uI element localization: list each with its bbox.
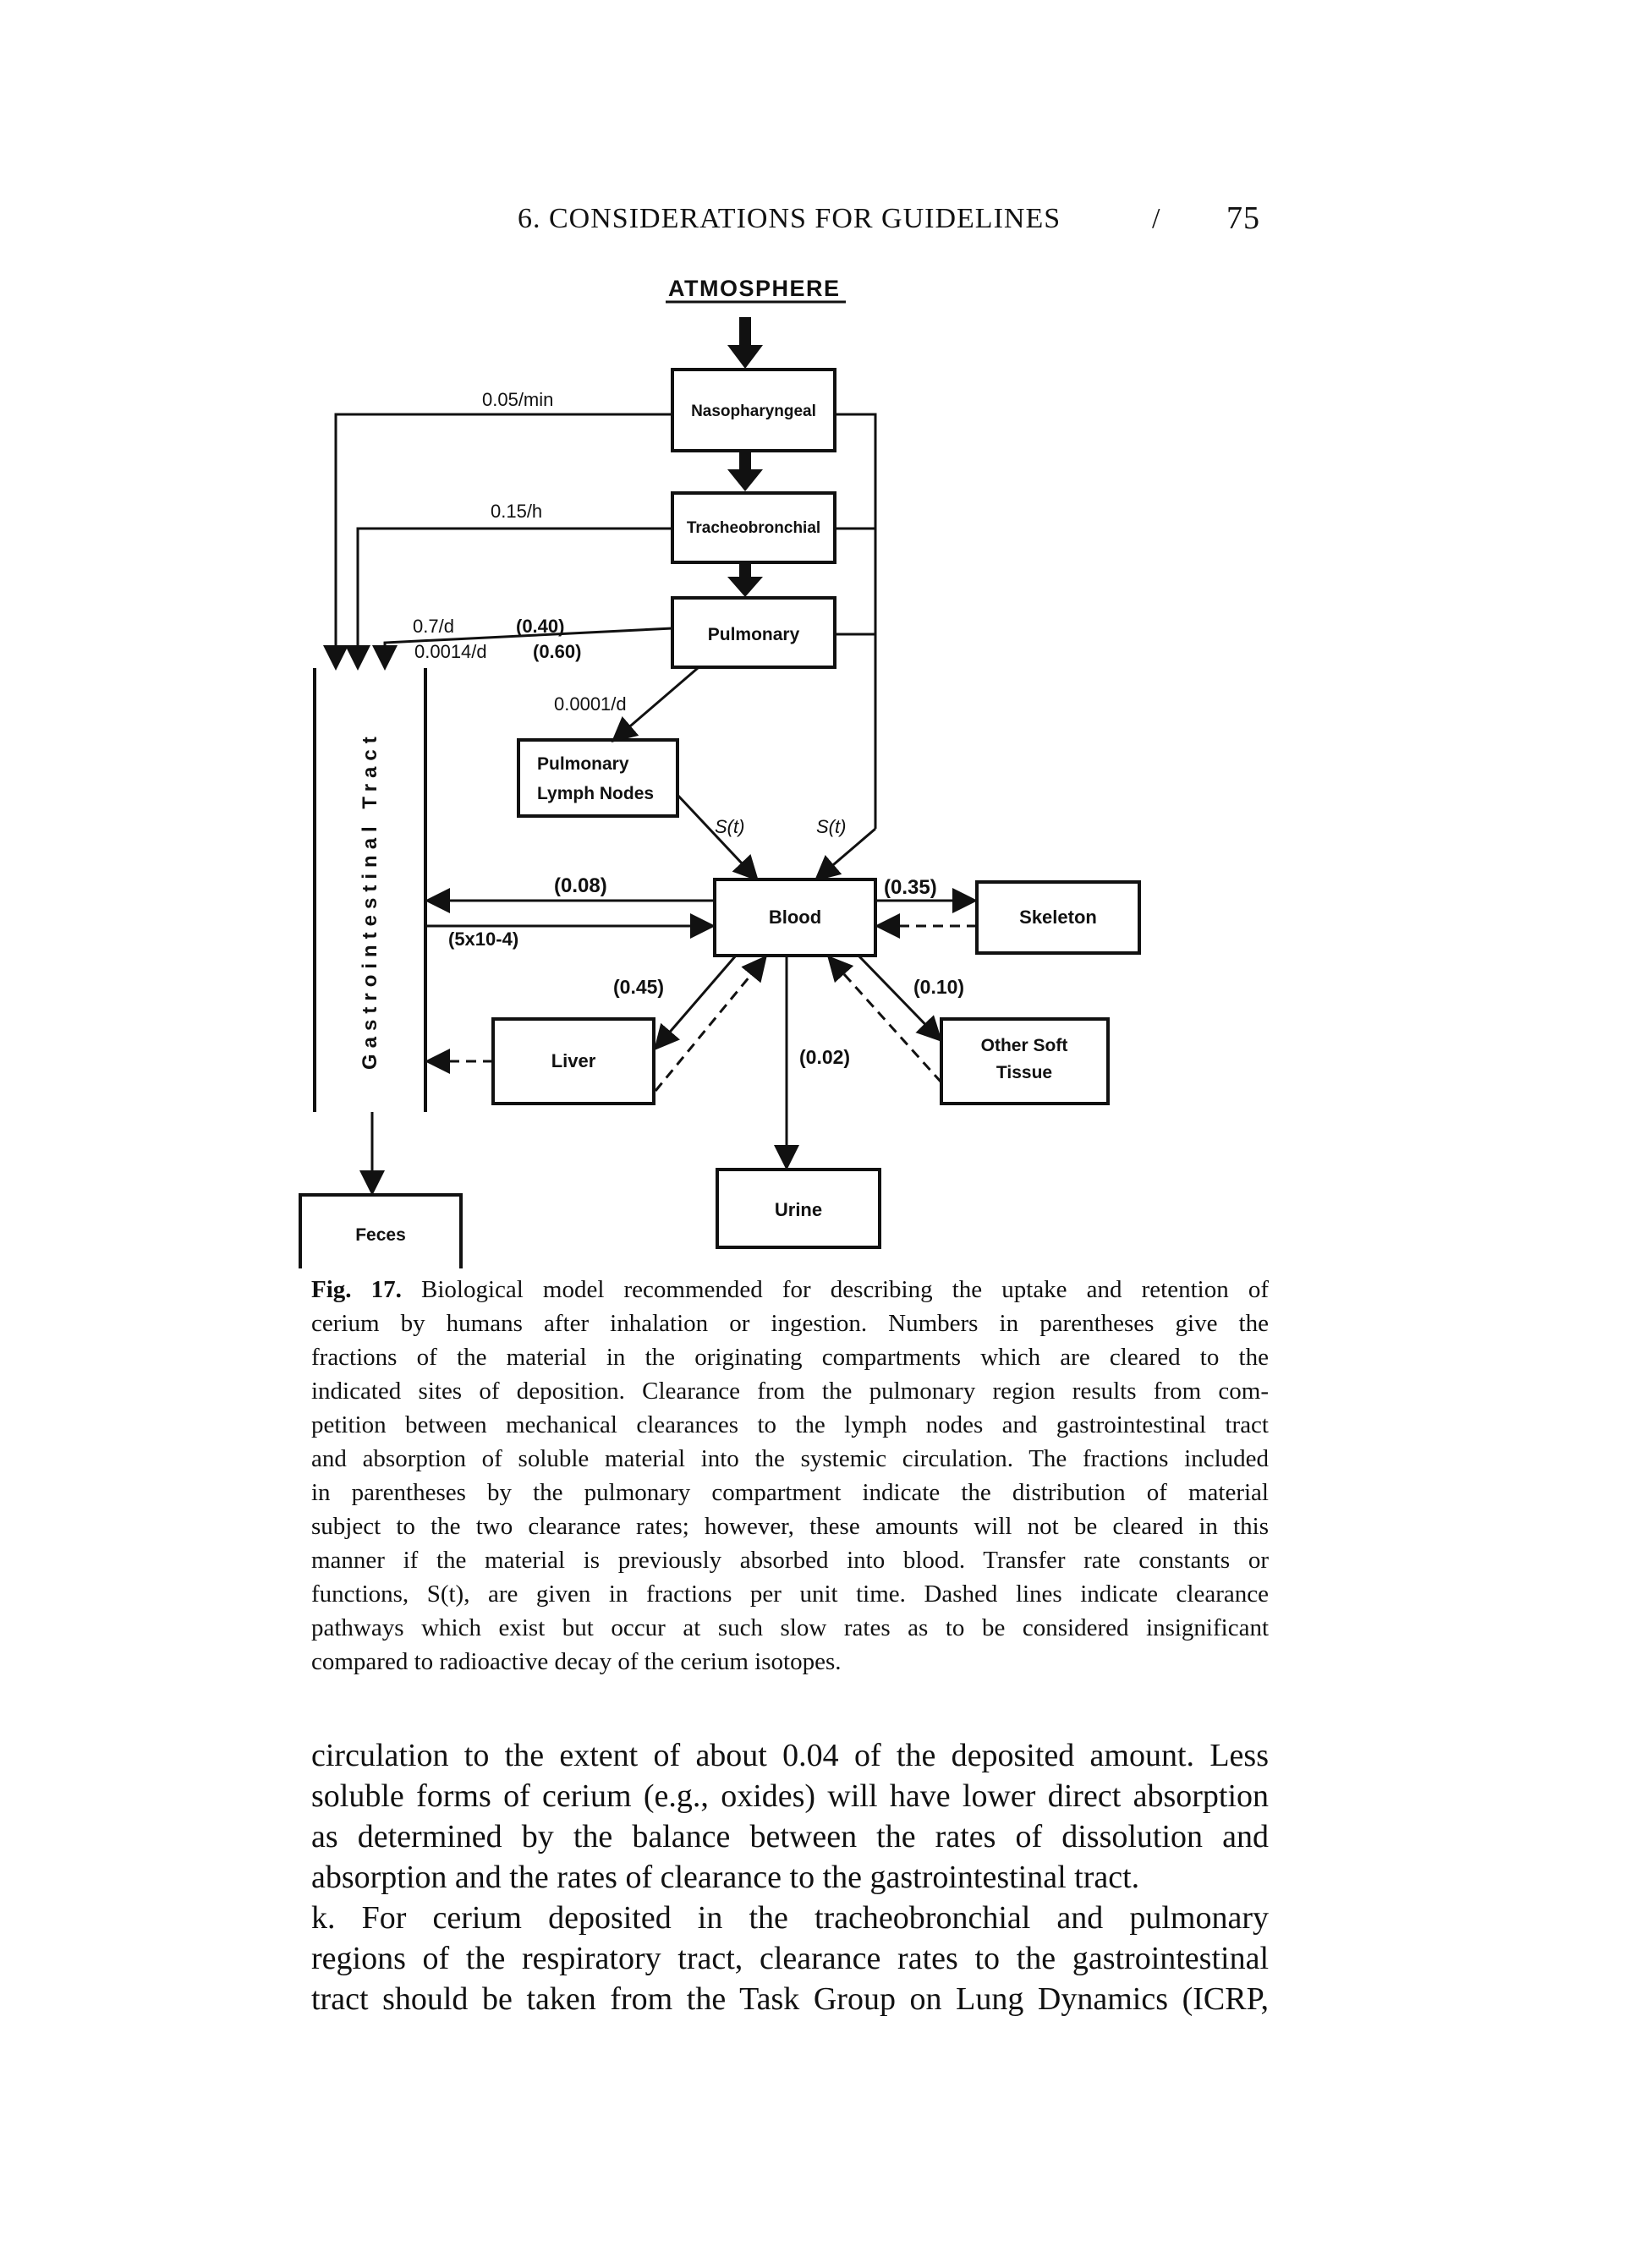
caption-line-12: compared to radioactive decay of the cer… [311,1648,842,1675]
other-soft-tissue-box [940,1017,1110,1105]
tracheo-to-gi-line [345,527,672,671]
caption-line-10: functions, S(t), are given in fractions … [311,1580,1269,1608]
liver-to-blood-dashed [654,955,767,1092]
skeleton-fraction: (0.35) [884,876,937,899]
tracheo-rate: 0.15/h [491,501,542,522]
running-head-slash: / [1152,203,1161,234]
blood-to-liver-arrow [654,955,738,1051]
nasopharyngeal-box [671,368,836,452]
body-line-5: k. For cerium deposited in the tracheobr… [311,1900,1269,1936]
blood-label: Blood [769,907,821,928]
running-head: 6. CONSIDERATIONS FOR GUIDELINES / 75 [518,200,1279,245]
body-line-2: soluble forms of cerium (e.g., oxides) w… [311,1778,1269,1814]
naso-to-tracheo-arrow [727,451,763,491]
pulm-b-fraction: (0.60) [533,641,581,662]
liver-label: Liver [551,1050,596,1071]
caption-line-4: indicated sites of deposition. Clearance… [311,1378,1269,1405]
naso-to-gi-line [323,413,672,671]
figure-label: Fig. 17. [311,1276,402,1303]
lymph-nodes-label-1: Pulmonary [537,754,629,774]
pulm-b-rate: 0.0014/d [414,641,487,662]
blood-to-other-tissue-arrow [857,954,943,1043]
caption-line-2: cerium by humans after inhalation or ing… [311,1310,1269,1337]
atmosphere-arrow [727,317,763,369]
lymph-nodes-label-2: Lymph Nodes [537,784,654,803]
body-line-1: circulation to the extent of about 0.04 … [311,1738,1269,1773]
urine-fraction: (0.02) [799,1046,850,1068]
page-number: 75 [1226,200,1260,236]
other-soft-tissue-label-1: Other Soft [981,1036,1068,1055]
s-t-right-arrow [814,827,876,881]
caption-line-8: subject to the two clearance rates; howe… [311,1513,1269,1540]
caption-line-7: in parentheses by the pulmonary compartm… [311,1479,1269,1506]
skeleton-box [975,880,1141,955]
gi-tract-label: Gastrointestinal Tract [359,731,381,1070]
pulmonary-to-lymph-arrow [611,666,699,742]
caption-line-1: Fig. 17. Biological model recommended fo… [311,1276,1269,1303]
pulmonary-box [671,596,836,669]
urine-label: Urine [775,1199,822,1220]
other-soft-tissue-label-2: Tissue [996,1063,1052,1082]
running-head-title: 6. CONSIDERATIONS FOR GUIDELINES [518,203,1061,234]
pulmonary-to-gi-line [372,627,673,671]
blood-to-gi-fraction: (0.08) [554,874,607,897]
nasopharyngeal-label: Nasopharyngeal [691,403,816,420]
atmosphere-label: ATMOSPHERE [668,276,841,301]
body-line-4: absorption and the rates of clearance to… [311,1860,1140,1895]
naso-rate: 0.05/min [482,389,553,410]
caption-line-9: manner if the material is previously abs… [311,1547,1269,1574]
biological-model-diagram: ATMOSPHERE Nasopharyngeal Tracheobronchi… [299,276,1141,1268]
tracheo-to-pulmonary-arrow [727,562,763,597]
body-line-7: tract should be taken from the Task Grou… [311,1981,1269,2017]
pulm-a-fraction: (0.40) [516,616,564,637]
other-tissue-to-blood-dashed [826,955,943,1084]
lymph-rate: 0.0001/d [554,693,627,715]
caption-line-3: fractions of the material in the origina… [311,1344,1269,1371]
caption-line-5: petition between mechanical clearances t… [311,1411,1269,1438]
caption-line-6: and absorption of soluble material into … [311,1445,1269,1472]
s-t-left-label: S(t) [715,816,744,837]
lymph-nodes-box [517,738,679,818]
lymph-to-blood-arrow [676,793,760,882]
pulmonary-label: Pulmonary [708,625,800,644]
gi-to-blood-rate: (5x10-4) [448,929,518,950]
other-tissue-fraction: (0.10) [913,976,964,998]
liver-fraction: (0.45) [613,976,664,998]
body-line-3: as determined by the balance between the… [311,1819,1269,1854]
tracheobronchial-label: Tracheobronchial [687,519,820,537]
feces-label: Feces [355,1225,406,1245]
s-t-right-label: S(t) [816,816,846,837]
pulm-a-rate: 0.7/d [413,616,454,637]
body-line-6: regions of the respiratory tract, cleara… [311,1941,1269,1976]
body-text: circulation to the extent of about 0.04 … [311,1735,1269,2019]
caption-line-11: pathways which exist but occur at such s… [311,1614,1269,1641]
figure-caption: Fig. 17. Biological model recommended fo… [311,1273,1269,1679]
skeleton-label: Skeleton [1019,907,1097,928]
naso-to-blood-line [835,413,877,829]
